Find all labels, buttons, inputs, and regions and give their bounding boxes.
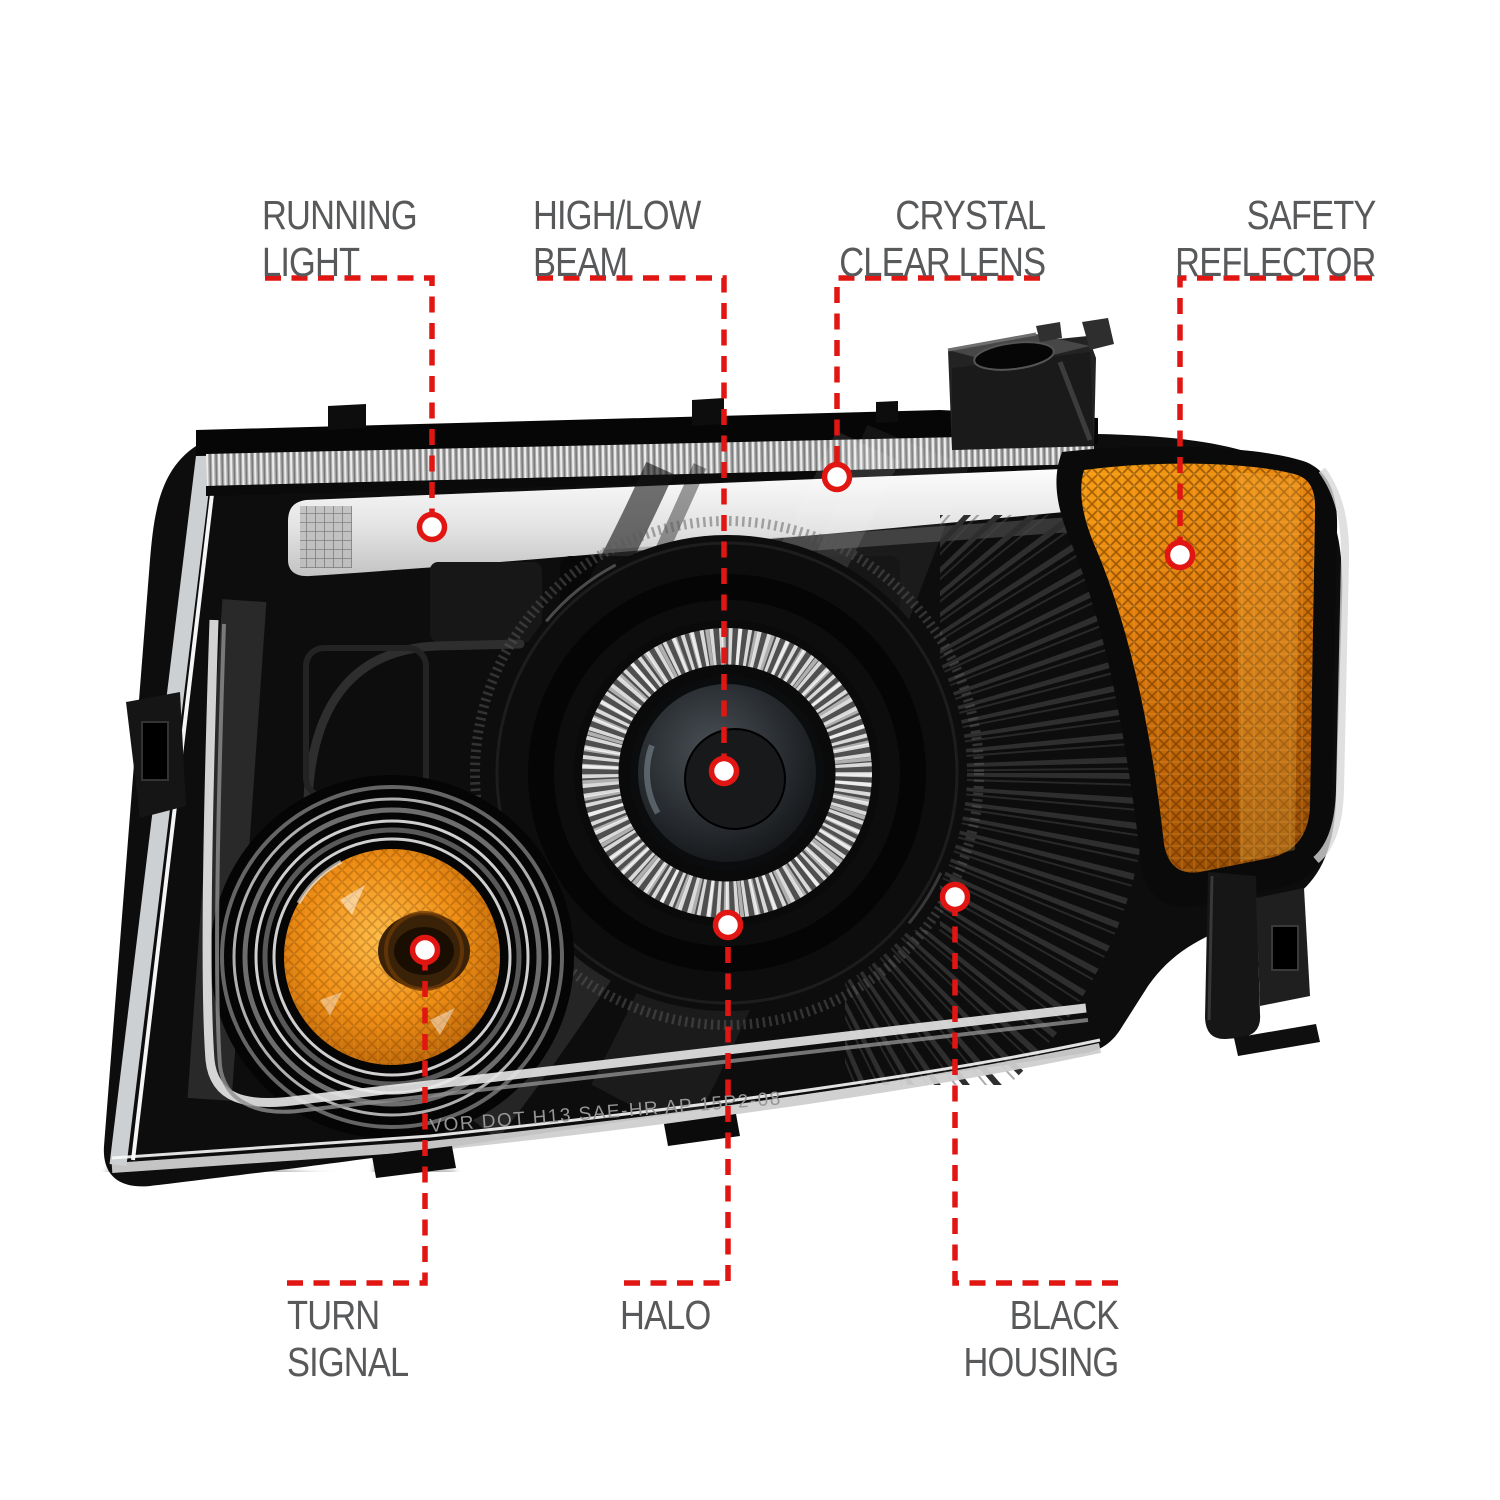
label-line: CRYSTAL — [895, 192, 1046, 238]
callout-dot-black-housing — [939, 881, 971, 913]
callout-label-safety-reflector: SAFETY REFLECTOR — [1175, 192, 1377, 286]
amber-safety-reflector — [1056, 446, 1350, 907]
leader-turn-signal — [287, 964, 428, 1286]
leader-safety-reflector — [1177, 275, 1372, 541]
label-line: HALO — [620, 1292, 711, 1338]
mounting-tab-left — [126, 692, 186, 818]
label-line: BEAM — [533, 239, 628, 285]
leader-halo — [624, 939, 731, 1286]
callout-label-black-housing: BLACK HOUSING — [963, 1292, 1119, 1386]
bottom-lip — [111, 619, 1102, 1178]
callout-dot-high-low-beam — [708, 755, 740, 787]
callout-label-running-light: RUNNING LIGHT — [262, 192, 418, 286]
label-line: HOUSING — [963, 1339, 1119, 1385]
leader-crystal-clear-lens — [834, 275, 1040, 463]
label-line: TURN — [287, 1292, 380, 1338]
callout-label-crystal-clear-lens: CRYSTAL CLEAR LENS — [839, 192, 1046, 286]
callout-dot-crystal-clear-lens — [821, 461, 853, 493]
callout-label-halo: HALO — [620, 1292, 711, 1339]
label-line: REFLECTOR — [1175, 239, 1377, 285]
callout-dot-halo — [712, 909, 744, 941]
label-line: SAFETY — [1247, 192, 1377, 238]
callout-dot-turn-signal — [409, 934, 441, 966]
label-line: SIGNAL — [287, 1339, 409, 1385]
callout-dot-running-light — [416, 511, 448, 543]
label-line: CLEAR LENS — [839, 239, 1046, 285]
label-line: BLACK — [1009, 1292, 1119, 1338]
label-line: RUNNING — [262, 192, 418, 238]
mounting-bracket-top — [947, 318, 1114, 450]
callout-dot-safety-reflector — [1164, 539, 1196, 571]
black-housing-fins — [845, 515, 1145, 1085]
chrome-trim-strip — [206, 434, 1094, 486]
leader-black-housing — [952, 911, 1118, 1286]
leader-running-light — [265, 275, 435, 513]
mounting-bracket-side — [1205, 872, 1320, 1056]
label-line: LIGHT — [262, 239, 360, 285]
callout-label-high-low-beam: HIGH/LOW BEAM — [533, 192, 701, 286]
callout-label-turn-signal: TURN SIGNAL — [287, 1292, 409, 1386]
label-line: HIGH/LOW — [533, 192, 701, 238]
halo-ring — [574, 620, 880, 926]
leader-high-low-beam — [537, 275, 727, 757]
